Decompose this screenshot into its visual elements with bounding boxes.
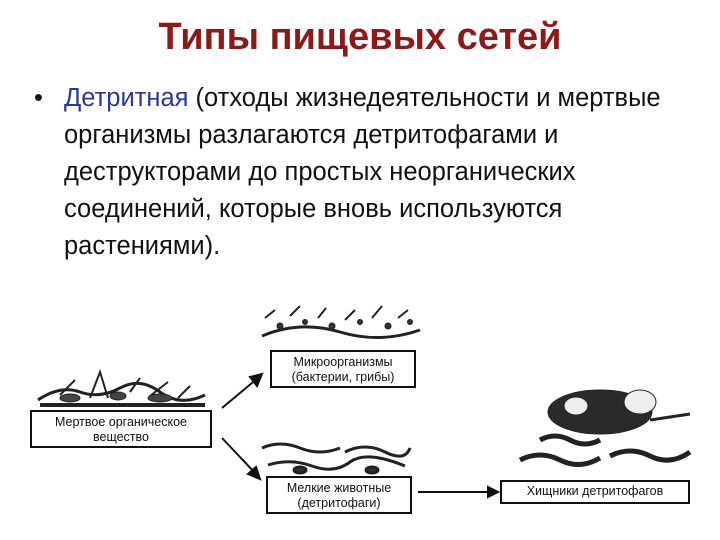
- dead-matter-label-line2: вещество: [32, 430, 210, 445]
- bullet-marker: •: [34, 80, 43, 117]
- dead-matter-box: Мертвое органическое вещество: [30, 410, 212, 448]
- dead-matter-illustration: [38, 372, 205, 405]
- bullet-term: Детритная: [64, 84, 188, 112]
- microorganisms-label-line2: (бактерии, грибы): [272, 370, 414, 385]
- predators-illustration: [520, 390, 690, 465]
- bullet-text: Детритная (отходы жизнедеятельности и ме…: [64, 80, 694, 265]
- slide-title: Типы пищевых сетей: [0, 16, 720, 59]
- microorganisms-label-line1: Микроорганизмы: [272, 355, 414, 370]
- small-animals-label-line2: (детритофаги): [268, 496, 410, 511]
- dead-matter-label-line1: Мертвое органическое: [32, 415, 210, 430]
- small-animals-box: Мелкие животные (детритофаги): [266, 476, 412, 514]
- predators-box: Хищники детритофагов: [500, 480, 690, 504]
- microorganisms-illustration: [262, 306, 420, 338]
- small-animals-illustration: [262, 444, 410, 473]
- small-animals-label-line1: Мелкие животные: [268, 481, 410, 496]
- microorganisms-box: Микроорганизмы (бактерии, грибы): [270, 350, 416, 388]
- predators-label: Хищники детритофагов: [502, 484, 688, 499]
